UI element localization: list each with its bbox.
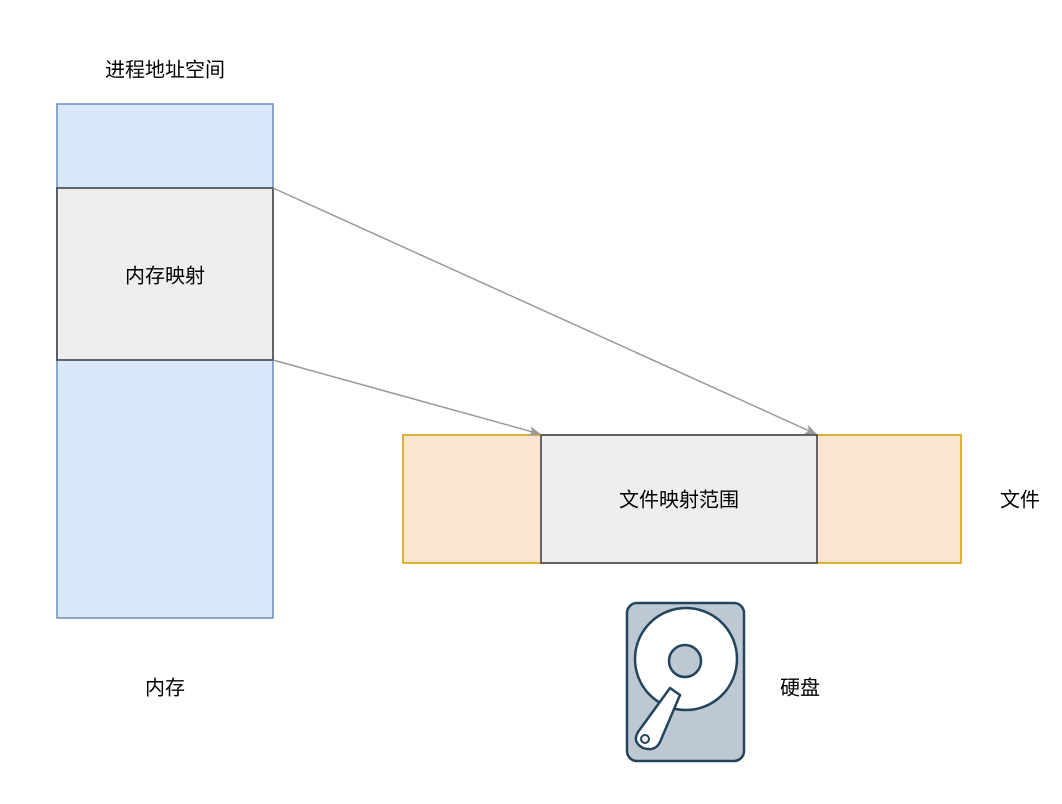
memory-mapping-label: 内存映射 [125,263,205,288]
address-space-label: 进程地址空间 [105,57,225,82]
hard-disk-icon [625,601,746,763]
memory-mapping-box [56,187,274,361]
memory-column [56,103,274,619]
arrow-mapping-bottom [272,359,541,436]
file-label: 文件 [1000,487,1040,512]
arrow-mapping-top [272,187,817,435]
file-mapping-range-box [540,434,818,564]
file-mapping-range-label: 文件映射范围 [619,487,739,512]
disk-label: 硬盘 [780,675,820,700]
memory-label: 内存 [145,675,185,700]
